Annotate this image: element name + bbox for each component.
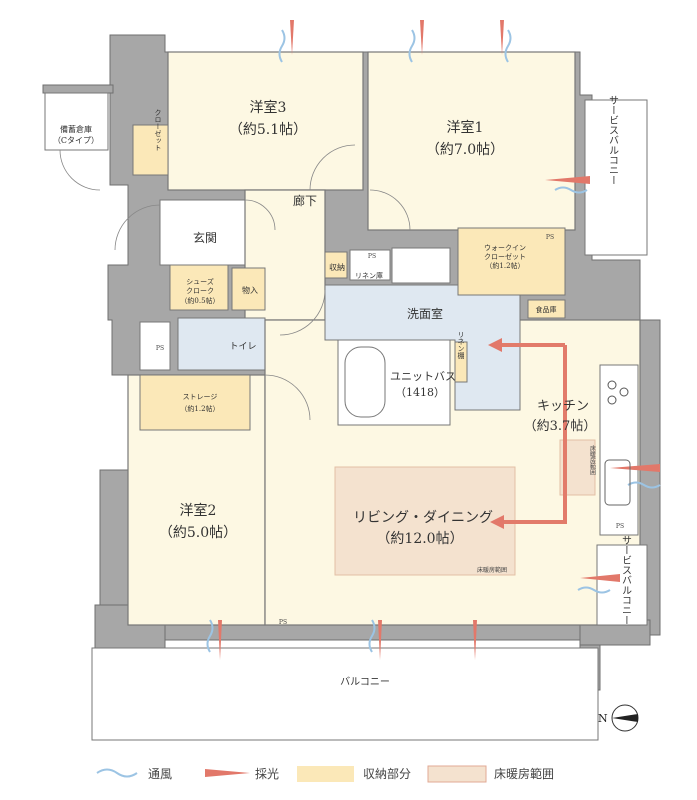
legend-ventilation: 通風: [148, 767, 172, 781]
size-western1: （約7.0帖）: [426, 142, 504, 158]
label-linen-shelf: リネン棚: [457, 331, 465, 360]
size-western2: （約5.0帖）: [159, 525, 237, 541]
room-wic: [457, 227, 566, 296]
size-unit-bath: （1418）: [395, 386, 445, 399]
legend-storage: 収納部分: [363, 766, 411, 781]
size-kitchen: （約3.7帖）: [524, 419, 597, 434]
room-service-balcony-bottom: [596, 544, 648, 626]
room-toilet: [177, 317, 266, 371]
kitchen-counter: [599, 364, 639, 536]
size-living-dining: （約12.0帖）: [376, 531, 463, 547]
label-hallway: 廊下: [293, 193, 317, 208]
label-shoes-cloak: シューズ: [186, 277, 214, 286]
flow-arrow: [500, 343, 567, 524]
room-western1: [367, 51, 576, 231]
label-closet: クローゼット: [154, 109, 162, 151]
label-storage-size: （約1.2帖）: [180, 404, 219, 413]
legend: 通風 採光 収納部分 床暖房範囲: [96, 765, 554, 783]
stove-icon: [607, 380, 629, 405]
floor-heating-ld: [334, 466, 516, 576]
room-stockpile: [44, 92, 109, 151]
label-entrance: 玄関: [193, 230, 217, 245]
room-wash-storage: [391, 247, 451, 284]
label-storage: ストレージ: [183, 393, 218, 401]
room-entrance: [159, 199, 246, 266]
legend-floor-heating: 床暖房範囲: [494, 766, 554, 781]
room-shoes-cloak: [169, 264, 229, 311]
room-balcony: [91, 647, 599, 741]
label-wic-size: （約1.2帖）: [485, 261, 524, 270]
label-wic-2: クローゼット: [484, 252, 526, 261]
label-shoes-cloak-size: （約0.5帖）: [180, 296, 219, 305]
compass-north-label: N: [598, 712, 608, 725]
room-pantry: [527, 299, 566, 319]
room-closet: [132, 124, 169, 176]
label-stockpile: 備蓄倉庫: [60, 124, 92, 134]
label-unit-bath: ユニットバス: [390, 370, 456, 383]
label-floor-heating-kitchen: 床暖房範囲: [589, 444, 596, 476]
ventilation-icon: [96, 768, 138, 778]
label-pantry: 食品庫: [536, 305, 557, 314]
north-compass: N: [598, 704, 639, 732]
label-balcony: バルコニー: [340, 676, 390, 688]
label-shoes-cloak-2: クローク: [186, 287, 214, 295]
label-stockpile-type: （Cタイプ）: [53, 136, 99, 145]
label-washroom: 洗面室: [407, 306, 443, 321]
arrowhead-icon: [490, 515, 504, 529]
room-linen-store: [349, 249, 391, 281]
arrowhead-icon: [488, 338, 502, 352]
label-ps: PS: [616, 523, 624, 530]
label-storage-closet: 物入: [242, 285, 258, 295]
label-ps: PS: [368, 253, 376, 260]
daylight-icon: [205, 769, 250, 777]
room-shuno: [324, 251, 348, 279]
label-linen-store: リネン庫: [355, 271, 383, 280]
label-floor-heating-ld: 床暖房範囲: [477, 566, 507, 574]
doors: [59, 144, 411, 421]
daylight-marks: [218, 20, 660, 660]
label-ps: PS: [546, 234, 554, 241]
room-storage: [139, 374, 251, 431]
floor-heating-swatch-icon: [427, 765, 487, 783]
label-service-balcony-top: サービスバルコニー: [607, 95, 619, 185]
room-ps-left: [139, 321, 171, 371]
label-kitchen: キッチン: [537, 399, 589, 414]
storage-swatch-icon: [297, 766, 354, 782]
label-service-balcony-bottom: サービスバルコニー: [620, 535, 632, 625]
legend-daylight: 採光: [255, 767, 279, 781]
label-western1: 洋室1: [447, 119, 484, 136]
label-wic: ウォークイン: [484, 244, 526, 252]
label-ps: PS: [279, 619, 287, 626]
label-living-dining: リビング・ダイニング: [353, 510, 493, 526]
label-toilet: トイレ: [229, 342, 256, 352]
room-western3: [167, 51, 364, 191]
room-linen-shelf: [454, 341, 468, 383]
bathtub: [344, 346, 386, 418]
ventilation-marks: [206, 29, 661, 653]
label-western3: 洋室3: [250, 99, 287, 116]
label-ps: PS: [156, 345, 164, 352]
room-storage-closet: [231, 267, 266, 311]
label-western2: 洋室2: [180, 502, 217, 519]
room-service-balcony-top: [584, 99, 648, 256]
refrigerator: [604, 459, 631, 506]
label-shuno: 収納: [329, 262, 345, 272]
size-western3: （約5.1帖）: [229, 122, 307, 138]
